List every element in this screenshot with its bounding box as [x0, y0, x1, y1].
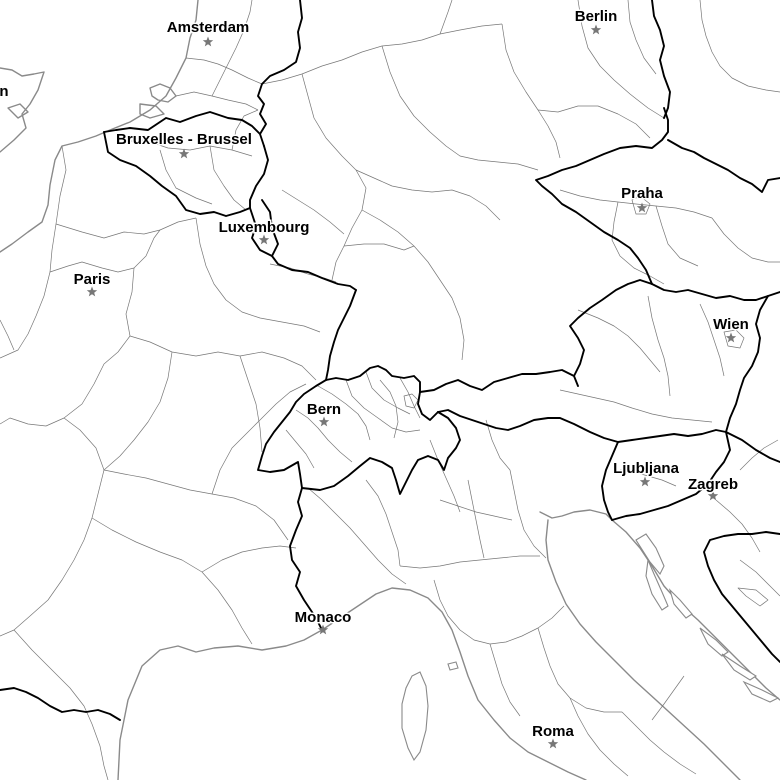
star-icon[interactable] [639, 476, 651, 487]
city-luxembourg[interactable]: Luxembourg [217, 218, 311, 245]
dalmatian-island-2 [721, 653, 758, 681]
city-label-wien: Wien [713, 316, 749, 333]
border-fr-de [325, 289, 357, 381]
border-ch-at [417, 391, 439, 421]
krk-island [635, 533, 665, 575]
city-label-bruxelles: Bruxelles - Brussel [116, 131, 252, 148]
dalmatian-island-1 [699, 627, 729, 657]
mediterranean-coastline [117, 587, 587, 780]
star-icon[interactable] [318, 416, 330, 427]
border-lu-de [261, 199, 357, 291]
city-berlin[interactable]: Berlin [573, 7, 619, 35]
border-it-si [601, 441, 619, 521]
city-label-zagreb: Zagreb [688, 476, 738, 493]
border-si-hr [611, 431, 780, 521]
border-de-at [419, 279, 653, 393]
border-ch-it [301, 411, 461, 495]
city-label-berlin: Berlin [575, 8, 618, 25]
star-icon[interactable] [202, 36, 214, 47]
city-bern[interactable]: Bern [305, 400, 343, 427]
city-label-ljubljana: Ljubljana [613, 460, 679, 477]
pag-island [668, 588, 693, 619]
border-ch-de [325, 365, 421, 393]
islands [401, 533, 780, 762]
star-icon[interactable] [178, 148, 190, 159]
border-at-hu [725, 295, 769, 433]
city-praha[interactable]: Praha [620, 184, 665, 213]
city-bruxelles[interactable]: Bruxelles - Brussel [115, 130, 253, 159]
national-borders [0, 0, 780, 721]
adriatic-west-coastline [545, 519, 741, 780]
city-monaco[interactable]: Monaco [293, 608, 353, 635]
star-icon[interactable] [86, 286, 98, 297]
star-icon[interactable] [590, 24, 602, 35]
border-be-de [249, 145, 269, 209]
city-label-monaco: Monaco [295, 609, 352, 626]
elba-island [447, 661, 459, 671]
border-at-si [617, 429, 727, 443]
city-wien[interactable]: Wien [712, 315, 750, 343]
city-label-bern: Bern [307, 401, 341, 418]
city-label-amsterdam: Amsterdam [167, 19, 250, 36]
venice-coast [539, 509, 613, 521]
border-cz-at [651, 283, 780, 301]
thames-estuary [7, 103, 29, 119]
edge-city-label-fragment: n [0, 83, 9, 100]
city-zagreb[interactable]: Zagreb [686, 475, 740, 501]
city-paris[interactable]: Paris [72, 270, 112, 297]
star-icon[interactable] [317, 624, 329, 635]
border-nl-de [257, 0, 303, 147]
city-ljubljana[interactable]: Ljubljana [612, 459, 681, 487]
city-label-paris: Paris [74, 271, 111, 288]
border-at-it [437, 409, 619, 443]
north-sea-coastline [0, 0, 199, 253]
corsica-island [401, 671, 429, 762]
zeeland-coast [139, 83, 177, 119]
city-label-roma: Roma [532, 723, 574, 740]
city-roma[interactable]: Roma [531, 722, 576, 749]
border-lu-fr [249, 207, 273, 257]
border-fr-it [289, 487, 323, 631]
england-coastline [0, 67, 45, 153]
border-fr-es [0, 687, 121, 721]
star-icon[interactable] [707, 490, 719, 501]
border-be-nl [103, 111, 261, 135]
border-ch-fr [257, 379, 327, 489]
border-hr-ba [703, 531, 780, 663]
adriatic-east-coastline [611, 519, 780, 701]
border-de-cz [535, 107, 669, 285]
border-cz-pl [667, 139, 780, 193]
border-be-fr [103, 131, 251, 217]
city-label-luxembourg: Luxembourg [219, 219, 310, 236]
star-icon[interactable] [547, 738, 559, 749]
border-de-pl [651, 0, 671, 119]
star-icon[interactable] [636, 202, 648, 213]
city-amsterdam[interactable]: Amsterdam [165, 18, 251, 47]
city-label-praha: Praha [621, 185, 663, 202]
star-icon[interactable] [725, 332, 737, 343]
cres-island [645, 557, 669, 611]
dalmatian-island-3 [742, 680, 780, 703]
star-icon[interactable] [258, 234, 270, 245]
